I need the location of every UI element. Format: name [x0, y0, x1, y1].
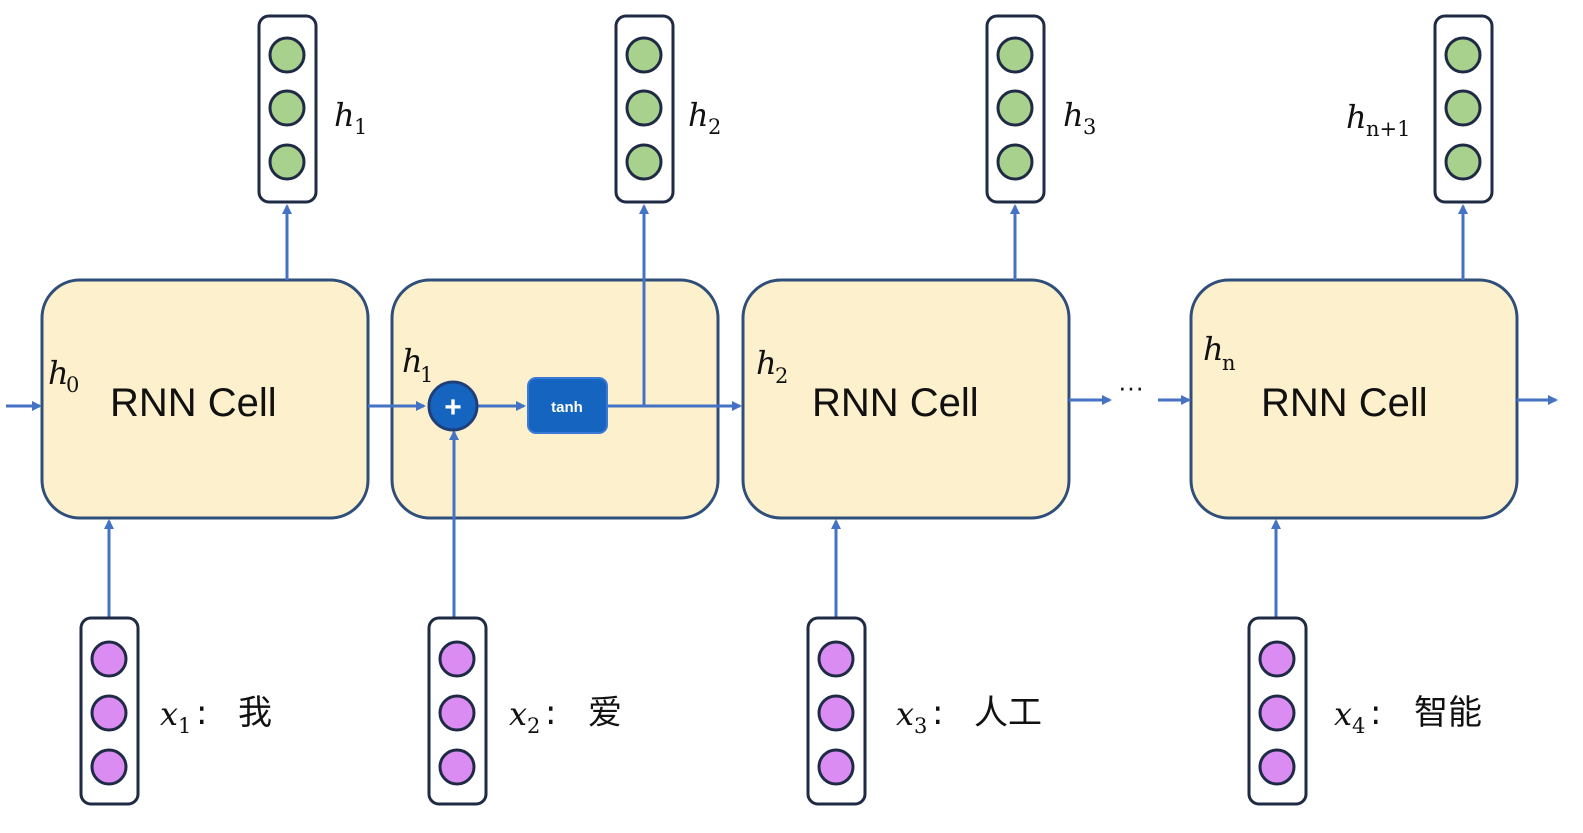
input-vector-x4 — [1247, 616, 1308, 806]
input-label-x3: x 3 : 人工 — [896, 693, 1042, 738]
rnn-cell-1 — [40, 278, 370, 520]
svg-text::: : — [196, 693, 207, 733]
svg-text:x: x — [896, 695, 914, 733]
svg-text:我: 我 — [238, 693, 272, 733]
output-vector-h1 — [257, 14, 318, 204]
svg-text:h: h — [334, 96, 355, 134]
svg-text::: : — [545, 693, 556, 733]
svg-text:h: h — [756, 344, 777, 382]
svg-text:1: 1 — [354, 115, 367, 139]
svg-text:2: 2 — [527, 714, 540, 738]
svg-text:h: h — [48, 354, 69, 392]
add-operator: + — [427, 380, 479, 432]
svg-text::: : — [932, 693, 943, 733]
svg-text:4: 4 — [1352, 714, 1365, 738]
input-label-x4: x 4 : 智能 — [1334, 693, 1482, 738]
ellipsis: ··· — [1118, 372, 1144, 402]
input-label-x1: x 1 : 我 — [160, 693, 272, 738]
cell-label: RNN Cell — [812, 381, 979, 425]
state-label-cell-3: h 2 — [756, 344, 788, 388]
output-vector-h3 — [985, 14, 1046, 204]
svg-text:2: 2 — [775, 364, 788, 388]
svg-text:x: x — [1334, 695, 1352, 733]
input-vector-x1 — [79, 616, 140, 806]
input-vector-x3 — [806, 616, 867, 806]
svg-text:x: x — [160, 695, 178, 733]
output-label-h3: h 3 — [1063, 96, 1096, 139]
output-label-h2: h 2 — [688, 96, 721, 139]
svg-text:n+1: n+1 — [1366, 117, 1410, 141]
tanh-activation: tanh — [527, 377, 608, 434]
cell-label: RNN Cell — [110, 381, 277, 425]
output-vector-hn1 — [1433, 14, 1494, 204]
svg-text:tanh: tanh — [551, 399, 583, 416]
cell-label: RNN Cell — [1261, 381, 1428, 425]
svg-text:x: x — [509, 695, 527, 733]
plus-icon: + — [444, 391, 462, 424]
output-label-h1: h 1 — [334, 96, 367, 139]
svg-text:智能: 智能 — [1414, 693, 1482, 733]
svg-text:h: h — [1346, 98, 1367, 136]
state-label-cell-n: h n — [1203, 330, 1236, 375]
svg-text:1: 1 — [420, 363, 433, 387]
svg-text:h: h — [402, 342, 423, 380]
output-vector-h2 — [614, 14, 675, 204]
output-label-hn1: h n+1 — [1346, 98, 1410, 141]
input-vector-x2 — [427, 616, 488, 806]
svg-text:1: 1 — [178, 714, 191, 738]
state-label-cell-2: h 1 — [402, 342, 433, 387]
svg-text:n: n — [1222, 351, 1236, 375]
svg-text:2: 2 — [708, 115, 721, 139]
svg-text:h: h — [1063, 96, 1084, 134]
svg-text:h: h — [1203, 330, 1224, 368]
svg-text:3: 3 — [1083, 115, 1096, 139]
svg-text:人工: 人工 — [974, 693, 1042, 733]
svg-text:3: 3 — [914, 714, 927, 738]
svg-text:0: 0 — [66, 373, 79, 397]
svg-text:爱: 爱 — [588, 693, 622, 733]
svg-text:h: h — [688, 96, 709, 134]
svg-text::: : — [1370, 693, 1381, 733]
state-label-cell-1: h 0 — [48, 354, 79, 397]
input-label-x2: x 2 : 爱 — [509, 693, 622, 738]
